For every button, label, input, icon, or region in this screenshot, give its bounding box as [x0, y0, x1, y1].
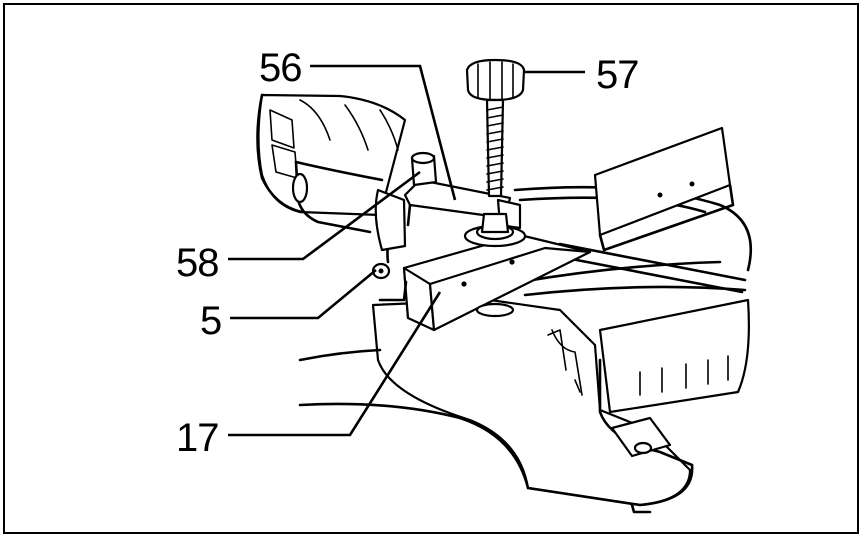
callout-5: 5	[200, 299, 222, 343]
callout-56: 56	[259, 46, 302, 90]
callout-58: 58	[176, 241, 219, 285]
callout-17: 17	[176, 416, 219, 460]
callout-57: 57	[596, 53, 639, 97]
base	[298, 298, 694, 514]
guide-fence	[554, 126, 747, 294]
leader-17	[228, 291, 442, 437]
leader-56	[310, 64, 457, 201]
leader-lines	[228, 64, 585, 437]
leader-5	[230, 268, 377, 320]
leader-58	[228, 170, 421, 261]
saw-head-housing	[256, 93, 407, 234]
vise-knob	[463, 58, 527, 248]
